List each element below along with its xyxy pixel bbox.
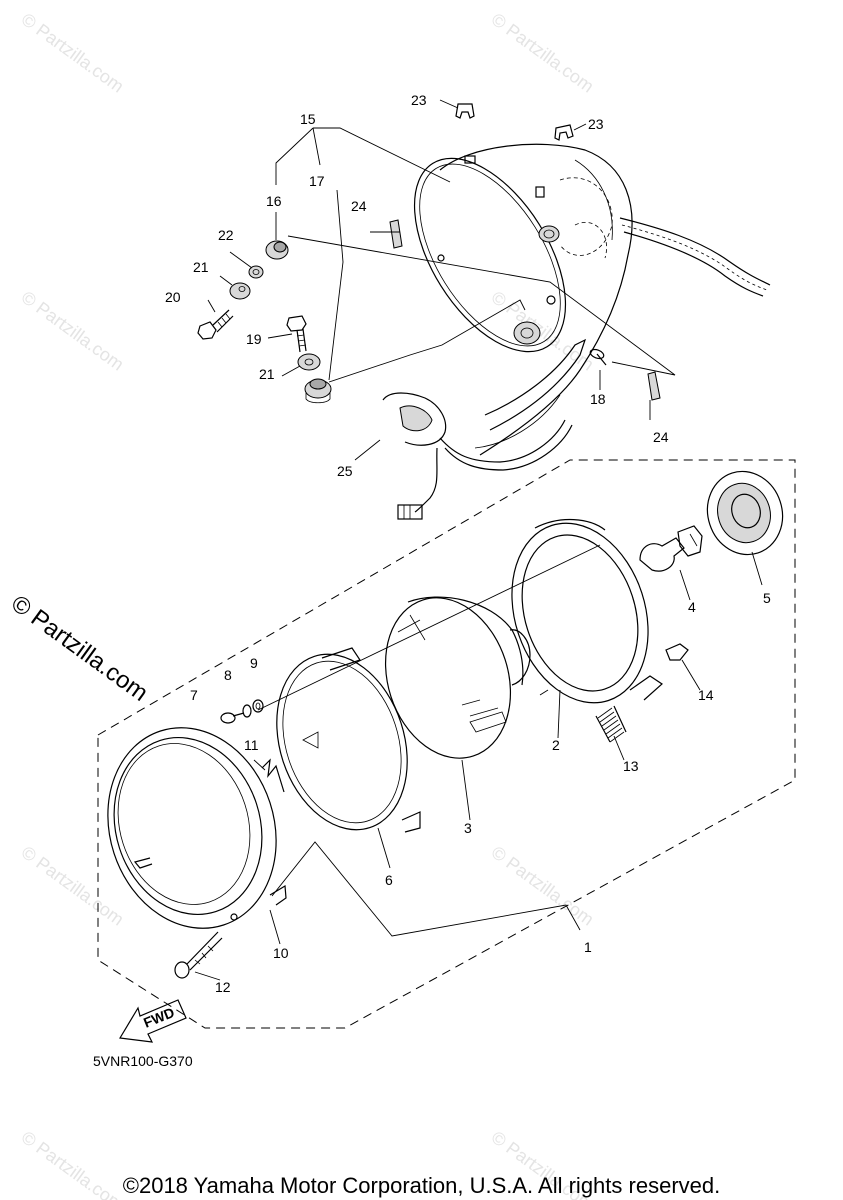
- wire-harness-25: [382, 392, 573, 520]
- mounting-ring-6: [276, 647, 421, 833]
- bulb-cover-5: [706, 470, 784, 556]
- bolt-20: [197, 309, 234, 340]
- bolt-19: [286, 315, 307, 353]
- callout-24a: 24: [351, 198, 367, 214]
- callout-7: 7: [190, 687, 198, 703]
- reflector-holder-2: [511, 518, 663, 704]
- watermark-text: © Partzilla.com: [18, 842, 128, 929]
- assembly-1-outline: [97, 459, 796, 1029]
- bulb-4: [639, 525, 703, 572]
- callout-9: 9: [250, 655, 258, 671]
- headlight-housing: [413, 143, 633, 456]
- callout-21b: 21: [259, 366, 275, 382]
- watermark-text: © Partzilla.com: [18, 287, 128, 374]
- callout-19: 19: [246, 331, 262, 347]
- screw-18: [589, 348, 607, 366]
- callout-21a: 21: [193, 259, 209, 275]
- clip-23: [455, 103, 574, 141]
- headlight-rim-10: [107, 727, 287, 929]
- watermark-text: © Partzilla.com: [18, 9, 128, 96]
- watermark-text: © Partzilla.com: [488, 9, 598, 96]
- callout-8: 8: [224, 667, 232, 683]
- callout-13: 13: [623, 758, 639, 774]
- callout-3: 3: [464, 820, 472, 836]
- lens-unit-3: [384, 596, 531, 759]
- callout-12: 12: [215, 979, 231, 995]
- washer-21-lower: [297, 353, 321, 371]
- forward-arrow: FWD: [119, 999, 187, 1043]
- callout-20: 20: [165, 289, 181, 305]
- callout-6: 6: [385, 872, 393, 888]
- callout-17: 17: [309, 173, 325, 189]
- leader-lines: [194, 99, 763, 981]
- callout-25: 25: [337, 463, 353, 479]
- callout-22: 22: [218, 227, 234, 243]
- screw-12: [174, 931, 223, 979]
- callout-labels: 1 2 3 4 5 6 7 8 9 10 11 12 13 14 15 16 1…: [165, 92, 771, 995]
- grommet-16: [265, 240, 289, 260]
- copyright-notice: ©2018 Yamaha Motor Corporation, U.S.A. A…: [122, 1173, 721, 1198]
- callout-5: 5: [763, 590, 771, 606]
- spring-13: [595, 705, 627, 743]
- catalog-code: 5VNR100-G370: [93, 1053, 193, 1069]
- spring-clip-11: [261, 758, 285, 793]
- clip-14: [665, 643, 689, 661]
- screw-7: [220, 712, 245, 724]
- grommet-lower: [304, 378, 332, 404]
- callout-11: 11: [244, 737, 259, 753]
- callout-23b: 23: [588, 116, 604, 132]
- washer-9: [252, 699, 264, 713]
- callout-14: 14: [698, 687, 714, 703]
- callout-15: 15: [300, 111, 316, 127]
- callout-18: 18: [590, 391, 606, 407]
- fwd-label: FWD: [141, 1004, 177, 1031]
- callout-24b: 24: [653, 429, 669, 445]
- pad-24: [389, 219, 661, 401]
- watermark-text: © Partzilla.com: [488, 287, 598, 374]
- callout-1: 1: [584, 939, 592, 955]
- callout-10: 10: [273, 945, 289, 961]
- washer-21-upper: [229, 282, 251, 300]
- callout-16: 16: [266, 193, 282, 209]
- collar-22: [248, 265, 264, 279]
- callout-23a: 23: [411, 92, 427, 108]
- wire-harness-upper: [619, 217, 771, 297]
- callout-4: 4: [688, 599, 696, 615]
- washer-8: [242, 704, 252, 718]
- callout-2: 2: [552, 737, 560, 753]
